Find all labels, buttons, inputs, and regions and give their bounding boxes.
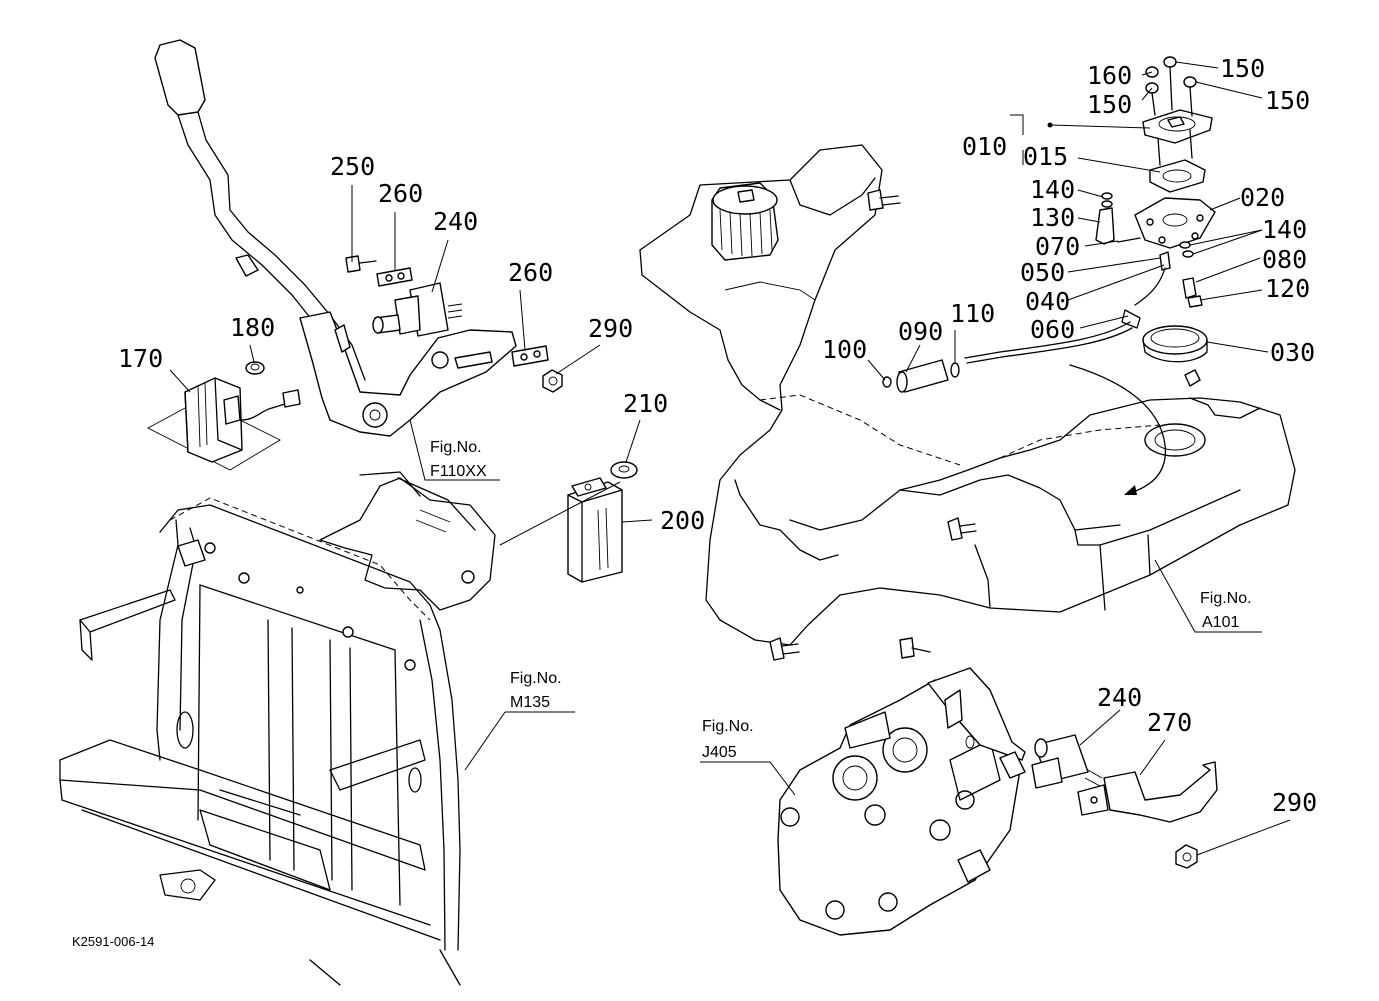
bracket-260-middle [511,345,549,367]
grommet-210 [610,461,638,479]
nut-180 [245,361,265,375]
figure-ref-j405-line1: Fig.No. [702,718,754,735]
injection-pump-drawing [777,637,1026,936]
part-label-100: 100 [822,335,867,364]
nut-290-upper [542,369,563,393]
part-label-030: 030 [1270,338,1315,367]
part-label-180: 180 [230,313,275,342]
frame-drawing [59,471,496,986]
part-label-170: 170 [118,344,163,373]
drawing-code: K2591-006-14 [72,934,154,949]
part-label-240-lower: 240 [1097,683,1142,712]
figure-ref-leaders [409,419,1262,796]
part-label-150-left: 150 [1087,90,1132,119]
part-label-200: 200 [660,506,705,535]
part-label-290-lower: 290 [1272,788,1317,817]
fuel-solenoid-200 [567,477,623,583]
figure-ref-m135: Fig.No. M135 [510,670,562,711]
part-label-240-upper: 240 [433,207,478,236]
bracket-270 [1077,761,1218,823]
part-label-250: 250 [330,152,375,181]
figure-ref-f110xx: Fig.No. F110XX [430,439,487,480]
bolt-250 [345,255,377,273]
part-label-110: 110 [950,299,995,328]
figure-ref-a101-line1: Fig.No. [1200,590,1252,607]
part-number-labels: 250 260 240 260 290 180 170 210 200 160 … [118,54,1317,817]
figure-ref-m135-line1: Fig.No. [510,670,562,687]
part-label-130: 130 [1030,203,1075,232]
part-label-270: 270 [1147,708,1192,737]
part-label-150-top: 150 [1220,54,1265,83]
part-label-020: 020 [1240,183,1285,212]
throttle-lever-drawing [154,39,517,437]
nut-290-lower [1175,844,1198,869]
part-label-050: 050 [1020,258,1065,287]
fuel-tank-drawing [639,144,1296,661]
part-label-150-right: 150 [1265,86,1310,115]
part-label-140-left: 140 [1030,175,1075,204]
figure-ref-j405-line2: J405 [702,744,737,761]
bracket-260-upper [376,267,413,287]
nuts-150-160 [1145,56,1197,117]
part-label-040: 040 [1025,287,1070,316]
figure-ref-f110xx-line1: Fig.No. [430,439,482,456]
fuel-level-sender [882,109,1216,393]
part-label-260-middle: 260 [508,258,553,287]
part-label-090: 090 [898,317,943,346]
safety-switch-240-upper [372,282,463,337]
figure-ref-a101: Fig.No. A101 [1200,590,1252,631]
part-label-060: 060 [1030,315,1075,344]
figure-ref-f110xx-line2: F110XX [430,463,487,480]
figure-ref-j405: Fig.No. J405 [702,718,754,761]
part-label-015: 015 [1023,142,1068,171]
part-label-080: 080 [1262,245,1307,274]
safety-switch-240-lower [1031,734,1103,789]
leader-lines [169,61,1291,856]
part-label-120: 120 [1265,274,1310,303]
part-label-160: 160 [1087,61,1132,90]
part-label-010: 010 [962,132,1007,161]
figure-ref-m135-line2: M135 [510,694,550,711]
figure-ref-a101-line2: A101 [1202,614,1239,631]
part-label-140-right: 140 [1262,215,1307,244]
part-label-070: 070 [1035,232,1080,261]
relay-170 [147,377,301,471]
part-label-210: 210 [623,389,668,418]
part-label-260-upper: 260 [378,179,423,208]
part-label-290-upper: 290 [588,314,633,343]
